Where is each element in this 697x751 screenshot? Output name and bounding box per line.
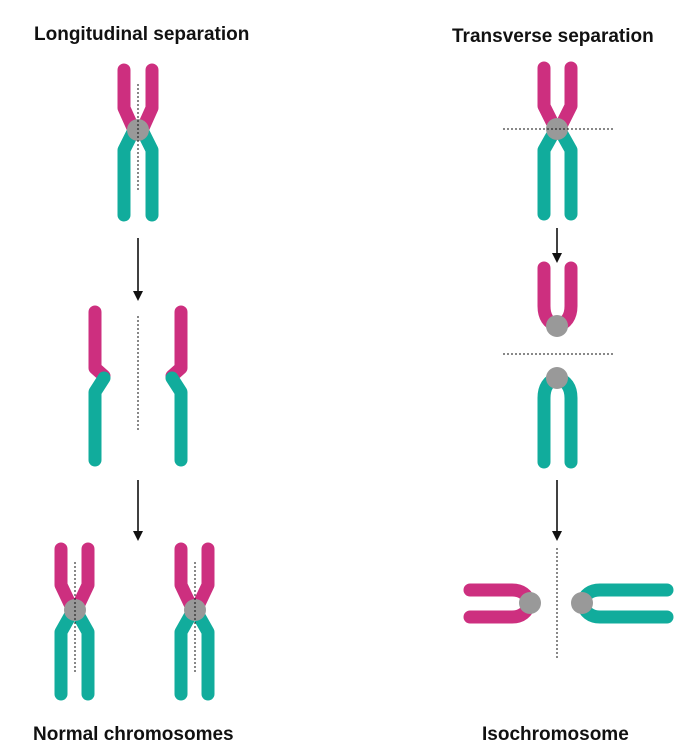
chromosome-left-top <box>117 63 159 222</box>
chromosome-right-top <box>503 61 613 221</box>
chromatids-separated <box>88 305 188 467</box>
p-arms-separated <box>537 261 578 337</box>
title-longitudinal-separation: Longitudinal separation <box>34 24 250 45</box>
caption-isochromosome: Isochromosome <box>482 724 629 745</box>
chromosome-normal-1 <box>54 542 95 701</box>
caption-normal-chromosomes: Normal chromosomes <box>33 724 234 745</box>
title-transverse-separation: Transverse separation <box>452 26 654 47</box>
chromosome-normal-2 <box>174 542 215 701</box>
isochromosome <box>463 548 674 658</box>
q-arms-separated <box>537 367 578 469</box>
